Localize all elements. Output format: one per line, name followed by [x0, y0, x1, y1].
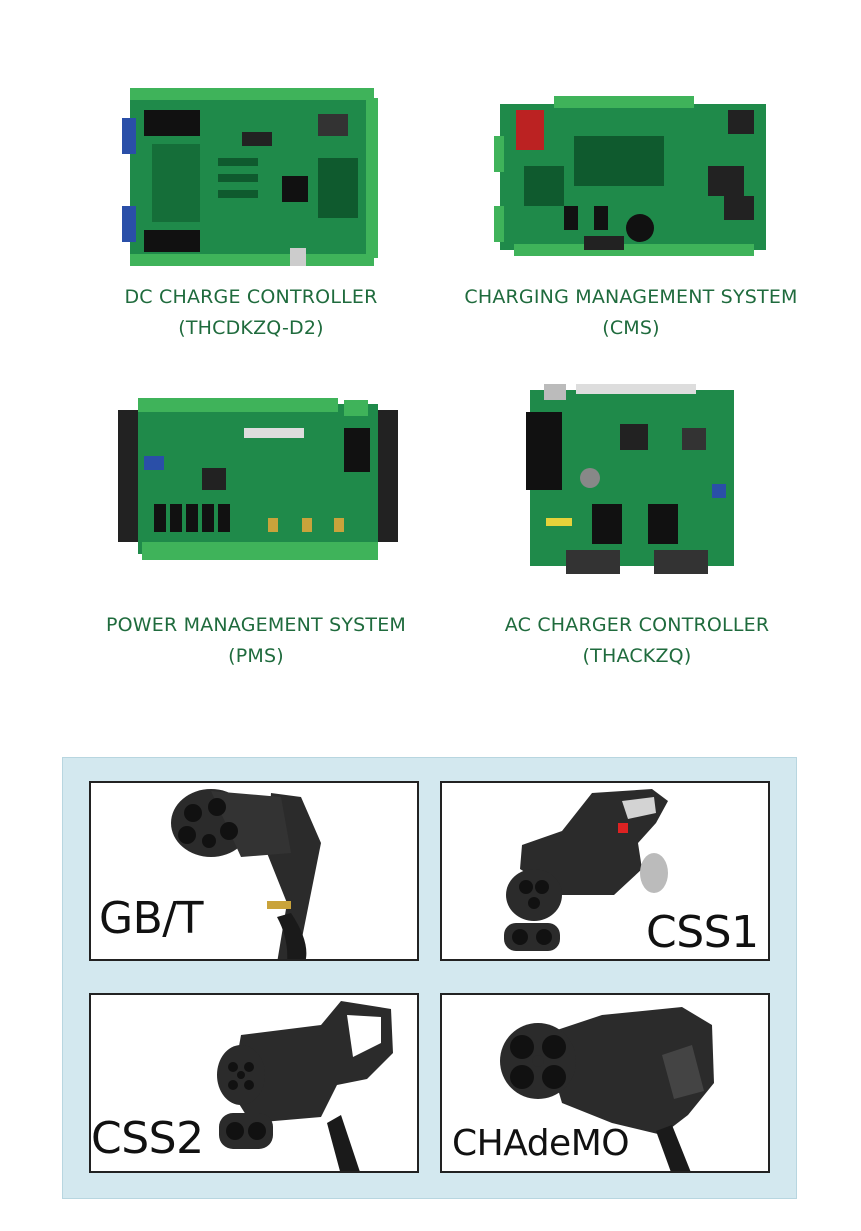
- connector-label: CHAdeMO: [452, 1123, 630, 1164]
- connector-label: CSS1: [646, 907, 759, 958]
- connector-tile-css2: CSS2: [89, 993, 419, 1173]
- cms-caption: CHARGING MANAGEMENT SYSTEM (CMS): [444, 282, 818, 344]
- caption-line2: (THCDKZQ-D2): [178, 317, 324, 339]
- ccs2-plug-icon: [217, 1001, 393, 1171]
- cms-board-image: [494, 96, 772, 256]
- dc-charge-controller-caption: DC CHARGE CONTROLLER (THCDKZQ-D2): [70, 282, 432, 344]
- connector-tile-css1: CSS1: [440, 781, 770, 961]
- caption-line2: (CMS): [602, 317, 660, 339]
- caption-line2: (PMS): [228, 645, 284, 667]
- pms-board-image: [118, 398, 398, 562]
- connector-tile-gbt: GB/T: [89, 781, 419, 961]
- dc-charge-controller-board-image: [122, 88, 380, 268]
- connector-types-panel: GB/T CSS1 CSS2: [62, 757, 797, 1199]
- connector-label: GB/T: [99, 893, 203, 944]
- chademo-plug-icon: [500, 1007, 714, 1171]
- caption-line1: AC CHARGER CONTROLLER: [504, 614, 770, 636]
- connector-label: CSS2: [91, 1113, 204, 1164]
- caption-line1: CHARGING MANAGEMENT SYSTEM: [464, 286, 798, 308]
- pms-caption: POWER MANAGEMENT SYSTEM (PMS): [76, 610, 436, 672]
- ccs1-plug-icon: [504, 789, 668, 951]
- ac-charger-controller-caption: AC CHARGER CONTROLLER (THACKZQ): [470, 610, 804, 672]
- caption-line1: DC CHARGE CONTROLLER: [124, 286, 378, 308]
- caption-line2: (THACKZQ): [582, 645, 692, 667]
- ac-charger-controller-board-image: [526, 384, 738, 580]
- connector-tile-chademo: CHAdeMO: [440, 993, 770, 1173]
- caption-line1: POWER MANAGEMENT SYSTEM: [105, 614, 407, 636]
- gbt-plug-icon: [171, 789, 321, 959]
